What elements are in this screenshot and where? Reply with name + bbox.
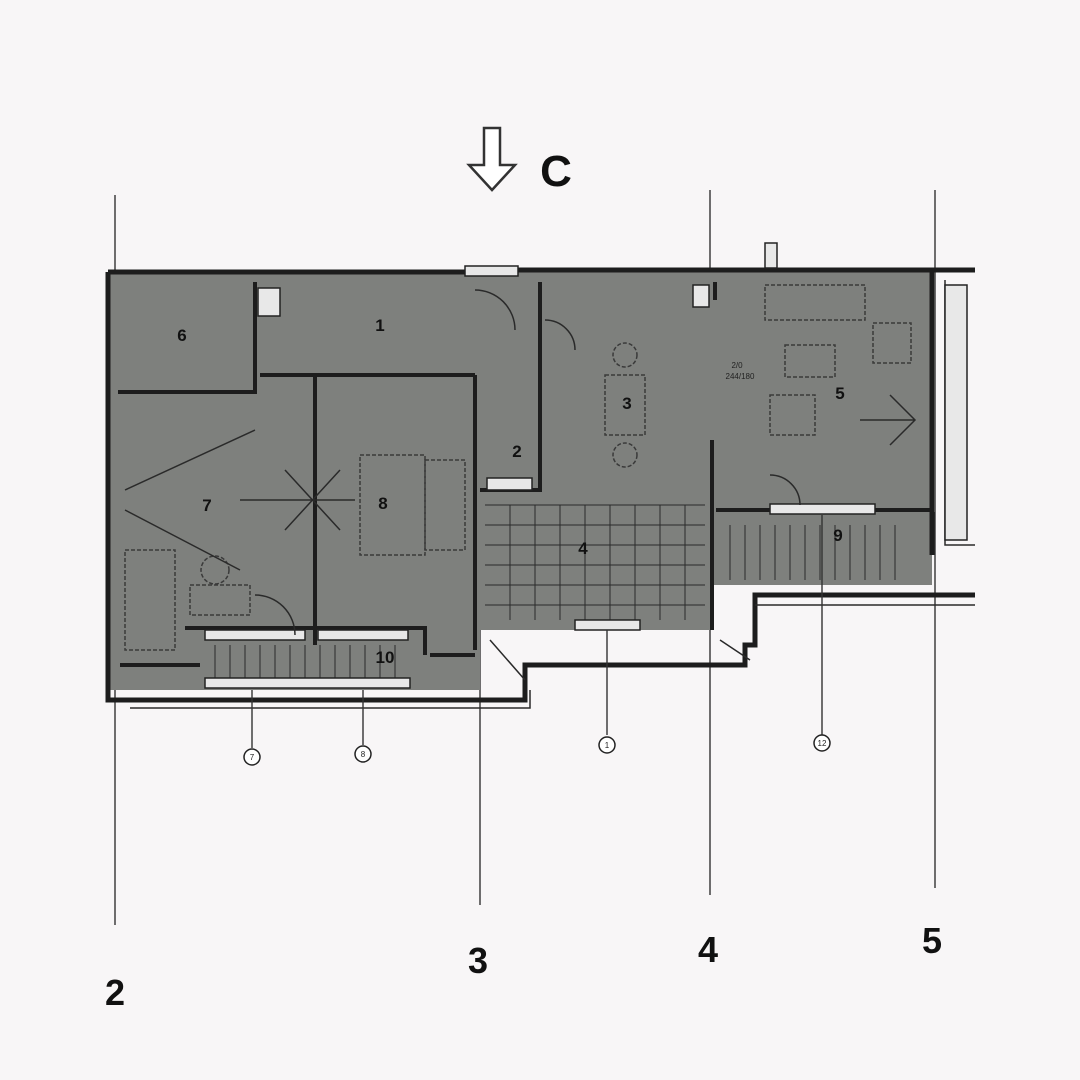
exterior-wall	[105, 267, 975, 703]
arrow-down-icon	[466, 126, 518, 192]
section-marker-label: C	[540, 147, 572, 196]
grid-axis-label-3: 3	[468, 940, 488, 981]
opening-label: 2/0	[731, 361, 743, 370]
room-label-4: 4	[578, 539, 588, 558]
opening-size-label: 244/180	[726, 372, 755, 381]
window-marker-8: 8	[361, 750, 366, 759]
room-label-6: 6	[177, 326, 186, 345]
exterior-outline	[130, 280, 975, 709]
room-label-3: 3	[622, 394, 631, 413]
window-marker-12: 12	[818, 739, 827, 748]
room-label-5: 5	[835, 384, 844, 403]
window-marker-7: 7	[250, 753, 255, 762]
parapet	[764, 242, 778, 269]
windows	[204, 265, 968, 689]
grid-axis-label-2: 2	[105, 972, 125, 1013]
room-label-1: 1	[375, 316, 384, 335]
room-label-7: 7	[202, 496, 211, 515]
room-label-2: 2	[512, 442, 521, 461]
terrace-hatching	[214, 504, 896, 680]
grid-axis-label-5: 5	[922, 920, 942, 961]
room-label-10: 10	[376, 648, 395, 667]
window-marker-1: 1	[605, 741, 610, 750]
room-label-8: 8	[378, 494, 387, 513]
furniture	[124, 284, 917, 651]
window-markers: 7 8 1 12	[243, 515, 831, 766]
room-label-9: 9	[833, 526, 842, 545]
grid-axis-label-4: 4	[698, 929, 718, 970]
